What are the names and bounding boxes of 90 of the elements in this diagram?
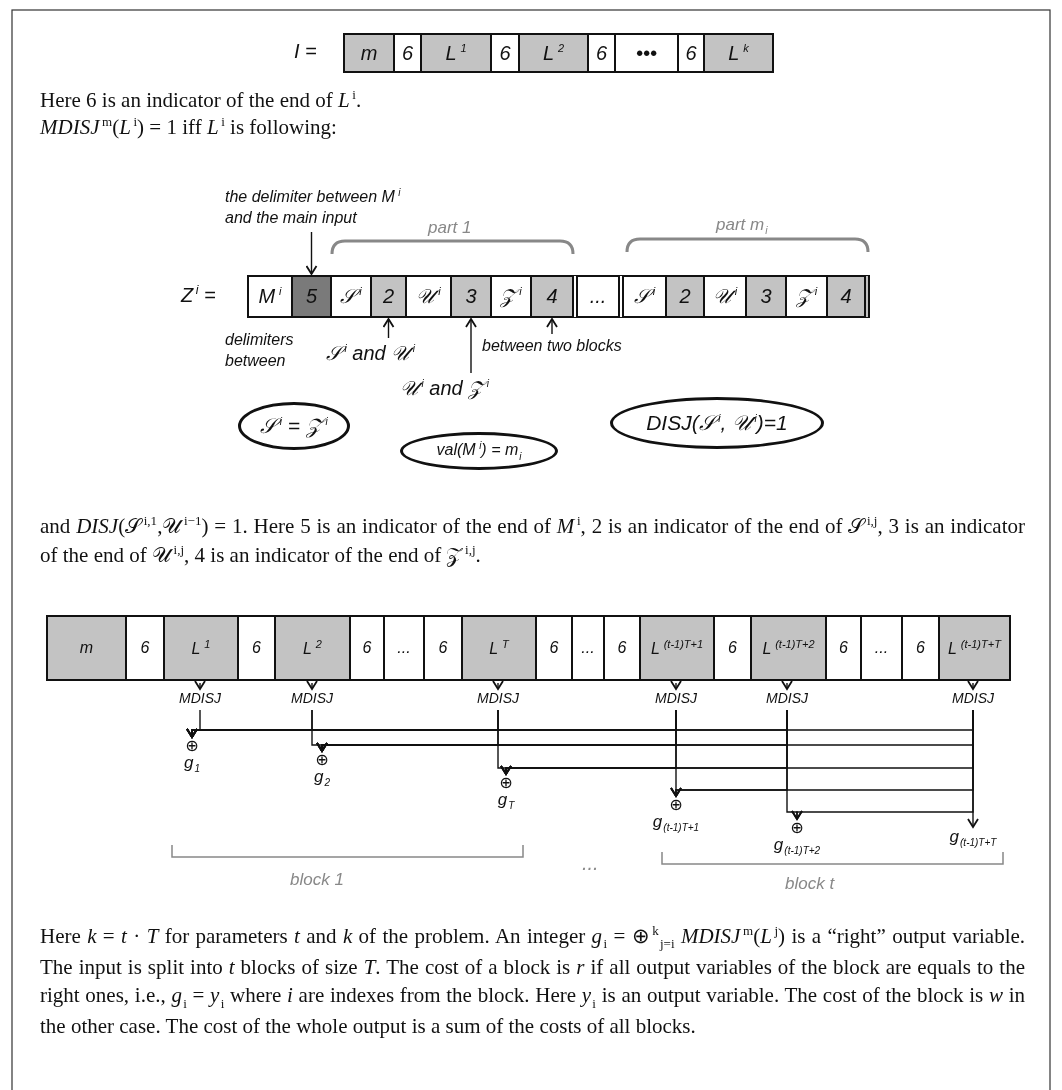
string-segment: 5 [291,275,332,318]
arrow [546,318,558,335]
string-segment: 6 [393,33,422,73]
string-segment: 6 [603,615,641,681]
string-segment: L$^{1}$ [420,33,492,73]
function-label: MDISJ [168,690,232,708]
string-segment: ••• [614,33,679,73]
annotation-text: the delimiter between M$^{i}$ and the main input [225,186,420,230]
function-label: MDISJ [644,690,708,708]
paragraph: MDISJ$^{m}$(L$^{i}$) = 1 iff L$^{i}$ is following: [40,113,338,141]
part-label: block t [785,873,836,895]
string-segment: ... [860,615,903,681]
string-segment: m [46,615,127,681]
part-label: part 1 [428,217,473,239]
function-label: MDISJ [941,690,1005,708]
string-segment: ... [571,615,605,681]
arrow [967,680,979,690]
ellipsis: ... [582,851,600,876]
xor-symbol: ⊕ [499,775,513,791]
string-segment: L$^{(t-1)T+1}$ [639,615,715,681]
string-segment: 𝒵$^{i}$ [490,275,532,318]
string-segment: 3 [450,275,492,318]
string-segment: 6 [677,33,705,73]
string-segment: 4 [530,275,574,318]
string-segment: ... [572,275,624,318]
function-label: MDISJ [755,690,819,708]
arrow [781,680,793,690]
string-segment: 3 [745,275,787,318]
output-label: g$_{2}$ [314,768,330,791]
xor-symbol: ⊕ [790,820,804,836]
string-segment: 6 [125,615,165,681]
string-segment: L$^{2}$ [518,33,589,73]
arrow [306,680,318,690]
xor-symbol: ⊕ [185,738,199,754]
string-segment: 𝒰$^{i}$ [703,275,747,318]
annotation-text: delimiters between [225,330,295,371]
arrow [382,318,395,339]
string-segment: 6 [825,615,862,681]
xor-symbol: ⊕ [315,752,329,768]
paragraph: and DISJ(𝒮$^{i,1}$,𝒰$^{i−1}$) = 1. Here 5 is an indicator of the end of M$^{i}$, 2 is an indicator of the end of 𝒮$^{i,j}$, 3 is an indicator of the end of 𝒰$^{i,j}$, 4 is an indicator of the end of 𝒵$^{i,j}$. [40,512,1025,569]
condition-ellipse: DISJ(𝒮$^{i}$, 𝒰$^{i}$)=1 [610,397,824,449]
string-segment: 𝒮$^{i}$ [622,275,667,318]
string-segment: 6 [535,615,573,681]
output-label: g$_{(t-1)T+1}$ [652,813,700,836]
string-segment: L$^{1}$ [163,615,239,681]
part-label: block 1 [290,869,345,891]
math-label: Z$^{i}$ = [181,282,217,308]
string-segment: 𝒵$^{i}$ [785,275,828,318]
string-segment: 𝒰$^{i}$ [405,275,452,318]
string-segment: L$^{T}$ [461,615,537,681]
arrow [670,680,682,690]
string-segment: 6 [901,615,940,681]
output-label: g$_{T}$ [497,791,515,814]
function-label: MDISJ [280,690,344,708]
string-segment: 4 [826,275,870,318]
arrow [194,680,206,690]
string-segment: 𝒮$^{i}$ [330,275,372,318]
condition-ellipse: 𝒮$^{i}$ = 𝒵$^{i}$ [238,402,350,450]
arrow [492,680,504,690]
output-label: g$_{1}$ [184,754,200,777]
string-segment: L$^{k}$ [703,33,774,73]
part-label: part m$_{i}$ [716,214,769,239]
paragraph: Here 6 is an indicator of the end of L$^{i}$. [40,86,363,114]
string-segment: 6 [349,615,385,681]
annotation-text: 𝒰$^{i}$ and 𝒵$^{i}$ [400,375,518,407]
xor-symbol: ⊕ [669,797,683,813]
condition-ellipse: val(M$^{i}$) = m$_{i}$ [400,432,558,470]
string-segment: m [343,33,395,73]
string-segment: 6 [237,615,276,681]
string-segment: L$^{(t-1)T+T}$ [938,615,1011,681]
string-segment: M$^{i}$ [247,275,293,318]
output-label: g$_{(t-1)T+2}$ [773,836,821,859]
annotation-text: 𝒮$^{i}$ and 𝒰$^{i}$ [326,340,436,370]
string-segment: 6 [423,615,463,681]
string-segment: 6 [587,33,616,73]
string-segment: 2 [370,275,407,318]
string-segment: 2 [665,275,705,318]
function-label: MDISJ [466,690,530,708]
string-segment: L$^{2}$ [274,615,351,681]
paragraph: Here k = t · T for parameters t and k of the problem. An integer g$_{i}$ = ⊕$^{k}$$_{j=i}$ MDISJ$^{m}$(L$^{j}$) is a “right” output variable. The input is split into t blocks of size T. The cost of a block is r if all output variables of the block are equals to the right ones, i.e., g$_{i}$ = y$_{i}$ where i are indexes from the block. Here y$_{i}$ is an output variable. The cost of the block is w in the other case. The cost of the whole output is a sum of the costs of all blocks. [40,922,1025,1041]
math-label: I = [294,39,318,64]
output-label: g$_{(t-1)T+T}$ [949,828,997,851]
arrow [967,709,979,828]
annotation-text: between two blocks [482,336,662,358]
arrow [465,318,477,374]
string-segment: 6 [713,615,752,681]
string-segment: ... [383,615,425,681]
string-segment: L$^{(t-1)T+2}$ [750,615,827,681]
string-segment: 6 [490,33,520,73]
arrow [305,231,318,275]
